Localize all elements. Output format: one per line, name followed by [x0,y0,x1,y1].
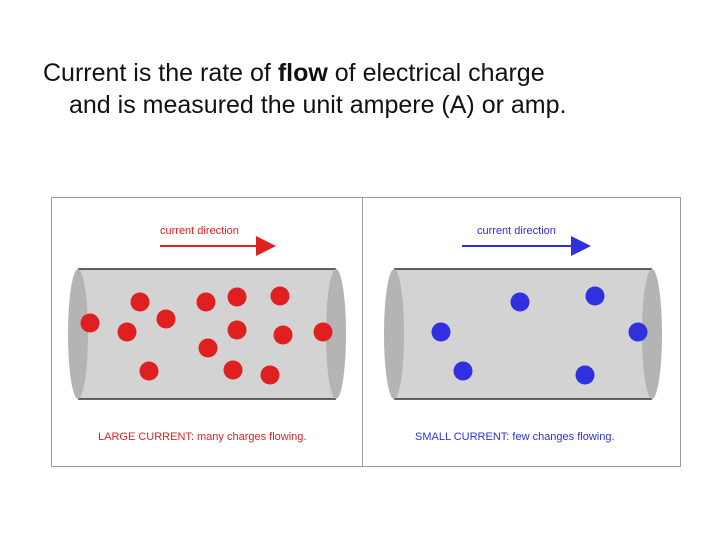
right-panel: current direction SMALL CURRENT: few cha… [384,225,662,443]
left-tube [68,268,346,400]
charge-right [453,361,473,381]
charge-right [628,322,648,342]
charge-left [156,309,176,329]
right-charges [431,286,648,385]
charge-left [273,325,293,345]
intro-line-1-start: Current is the rate of [43,59,278,87]
right-direction-label: current direction [477,225,556,237]
charge-left [227,320,247,340]
charge-right [510,292,530,312]
left-tube-end-left [68,269,88,399]
left-direction-label: current direction [160,225,239,237]
charge-left [198,338,218,358]
charge-right [585,286,605,306]
right-caption: SMALL CURRENT: few changes flowing. [415,431,615,443]
charge-left [130,292,150,312]
charge-left [117,322,137,342]
charge-left [223,360,243,380]
charge-left [260,365,280,385]
charge-right [575,365,595,385]
intro-line-1-end: of electrical charge [327,59,545,87]
right-tube-end-left [384,269,404,399]
panel-divider [362,197,363,467]
intro-line-1: Current is the rate of flow of electrica… [43,59,545,87]
charge-left [313,322,333,342]
right-tube [384,268,662,400]
intro-line-2: and is measured the unit ampere (A) or a… [69,91,567,119]
intro-text: Current is the rate of flow of electrica… [43,57,683,121]
charge-left [227,287,247,307]
charge-left [80,313,100,333]
left-tube-end-right [326,269,346,399]
right-tube-end-right [642,269,662,399]
charge-left [196,292,216,312]
charge-right [431,322,451,342]
left-caption: LARGE CURRENT: many charges flowing. [98,431,306,443]
intro-bold-flow: flow [277,59,328,87]
left-charges [80,286,333,385]
charge-left [270,286,290,306]
left-tube-body [78,269,336,399]
charge-left [139,361,159,381]
left-panel: current direction LARGE CURRENT: ma [68,225,346,443]
